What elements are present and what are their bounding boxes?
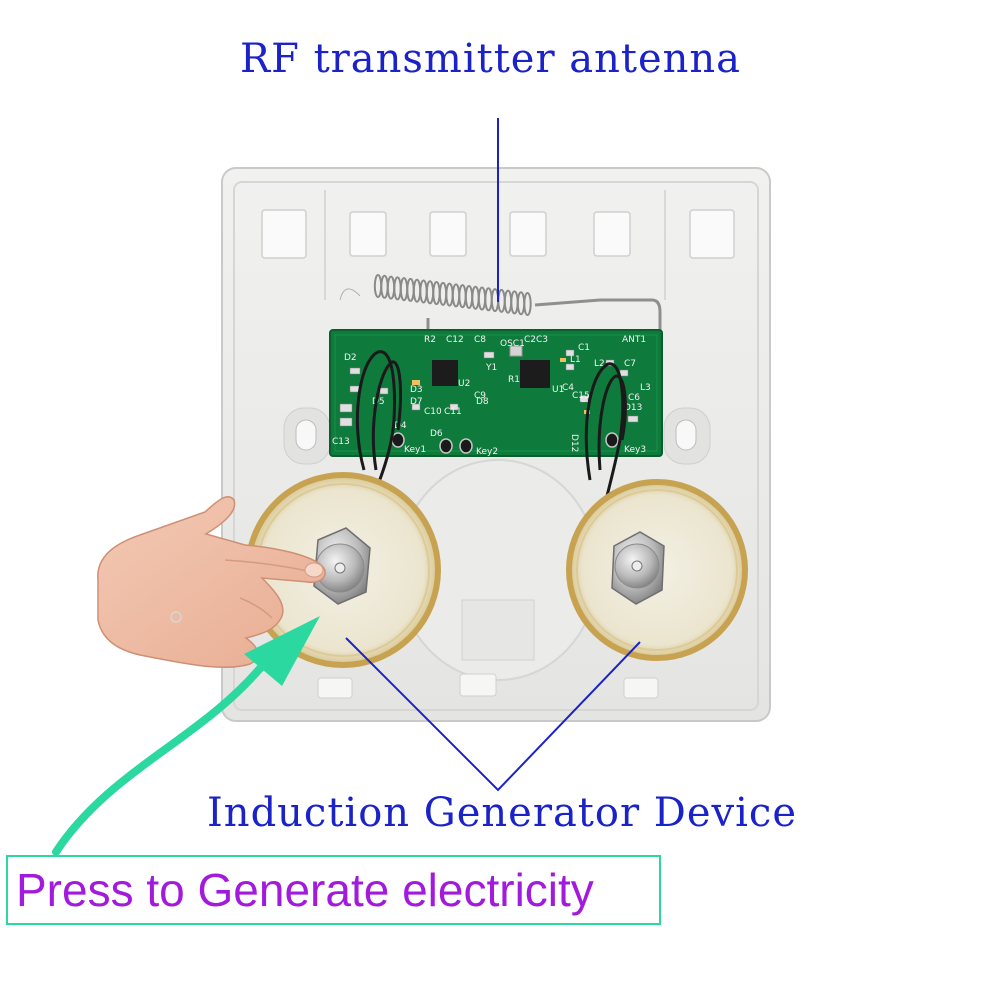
pcb-designator: D7 bbox=[410, 397, 423, 407]
screw-slot-left bbox=[283, 407, 331, 465]
pcb-designator: D12 bbox=[569, 434, 579, 452]
pcb-designator: D13 bbox=[624, 403, 642, 413]
annotation-lines bbox=[345, 118, 641, 792]
pcb-designator: C4 bbox=[562, 383, 574, 393]
pcb-designator: D4 bbox=[394, 421, 407, 431]
generator-disc-right bbox=[566, 479, 748, 661]
pcb-designator: C10 bbox=[424, 407, 442, 417]
pcb-designator: D8 bbox=[476, 397, 489, 407]
pcb-designator: U2 bbox=[458, 379, 470, 389]
pcb-key1-label: Key1 bbox=[404, 445, 426, 455]
pcb-designator: L2 bbox=[594, 359, 605, 369]
pcb-designator: C3 bbox=[536, 335, 548, 345]
pcb-designator: C6 bbox=[628, 393, 640, 403]
antenna-coil-turn bbox=[523, 292, 532, 316]
pcb-designator: D5 bbox=[372, 397, 385, 407]
antenna-label: RF transmitter antenna bbox=[240, 36, 742, 82]
pcb-key3-label: Key3 bbox=[624, 445, 646, 455]
press-callout-box: Press to Generate electricity bbox=[6, 855, 661, 925]
pcb-designator: C2 bbox=[524, 335, 536, 345]
pcb-designator: L3 bbox=[640, 383, 651, 393]
pcb-designator: C5 bbox=[580, 395, 592, 405]
pressing-hand bbox=[97, 496, 326, 669]
press-label: Press to Generate electricity bbox=[16, 864, 594, 916]
pcb-designator: D2 bbox=[344, 353, 357, 363]
generator-pointer-lines bbox=[345, 637, 641, 792]
pcb-designator: C11 bbox=[444, 407, 462, 417]
pcb-designator: U1 bbox=[552, 385, 564, 395]
generator-wires bbox=[355, 350, 627, 516]
pcb-designator: Y1 bbox=[485, 363, 497, 373]
pcb-designator: C8 bbox=[474, 335, 486, 345]
screw-slot-right bbox=[663, 407, 711, 465]
pcb-designator: R1 bbox=[508, 375, 520, 385]
pcb-designator: C7 bbox=[624, 359, 636, 369]
pcb-designator: L1 bbox=[570, 355, 581, 365]
pcb-designator: D3 bbox=[410, 385, 423, 395]
pcb-designator: OSC1 bbox=[500, 339, 525, 349]
pcb-designator: C9 bbox=[474, 391, 486, 401]
generator-disc-left bbox=[245, 472, 441, 668]
pcb-designator: C12 bbox=[446, 335, 464, 345]
pcb-designator: D6 bbox=[430, 429, 443, 439]
pcb-designator: C13 bbox=[332, 437, 350, 447]
pcb-designator: ANT1 bbox=[622, 335, 646, 345]
press-arrow bbox=[52, 616, 320, 856]
pcb-designator: C1 bbox=[578, 343, 590, 353]
pcb-key2-label: Key2 bbox=[476, 447, 498, 457]
pcb-designator: C15 bbox=[572, 391, 590, 401]
generator-label: Induction Generator Device bbox=[207, 790, 797, 836]
pcb-designator: R2 bbox=[424, 335, 436, 345]
